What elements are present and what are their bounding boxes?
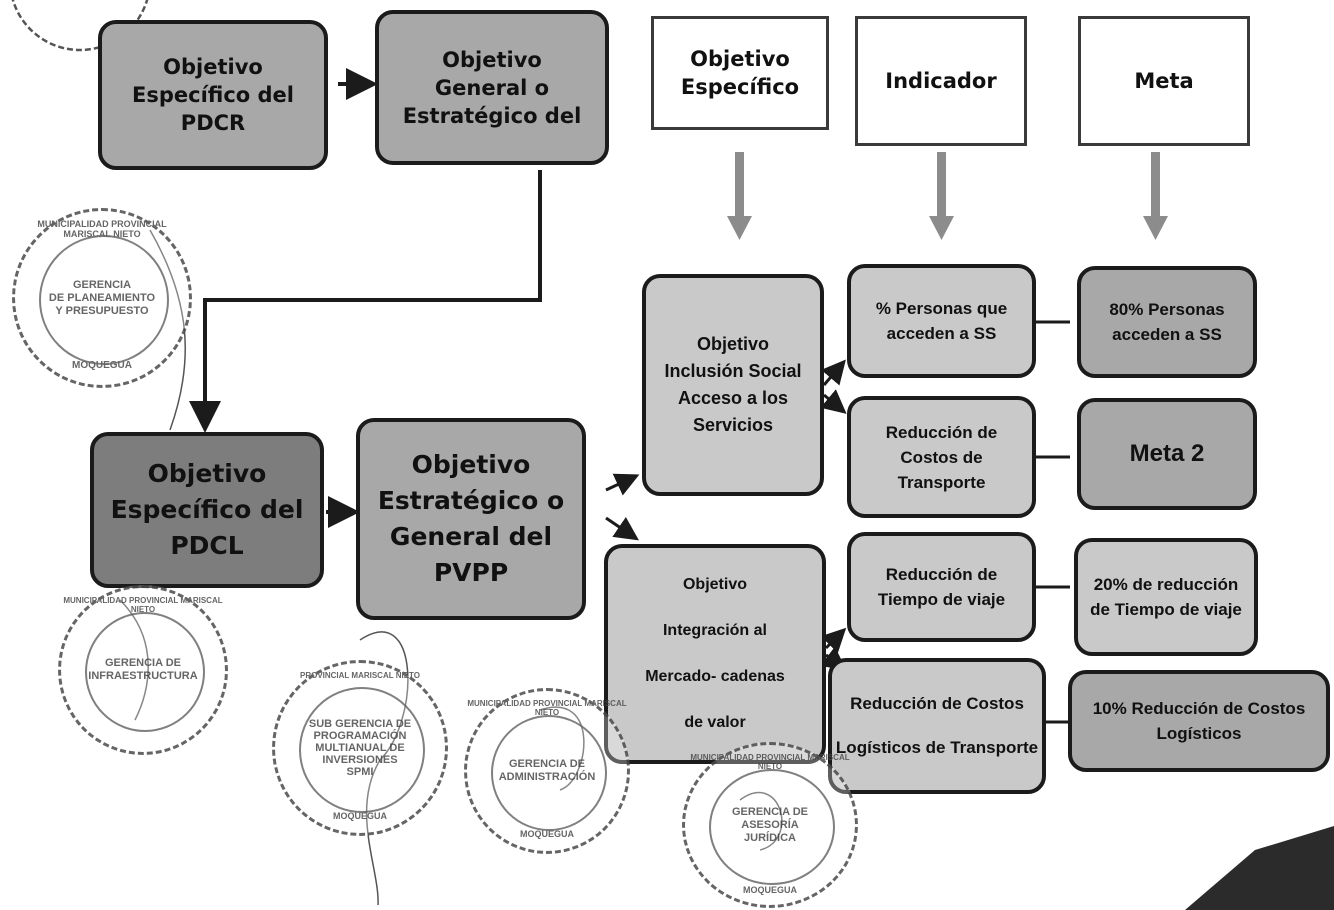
personas-line-2: acceden a SS — [886, 324, 997, 343]
box-objetivo-pdcl: Objetivo Específico del PDCL — [90, 432, 324, 588]
inclusion-line-3: Acceso a los — [677, 388, 789, 408]
stamp1-line-3: DE PLANEAMIENTO — [48, 291, 156, 304]
meta1-line-2: acceden a SS — [1112, 325, 1222, 344]
integracion-line-3: Mercado- cadenas — [645, 668, 785, 685]
connector-general-to-pdcl — [189, 170, 542, 433]
pdcr-line-3: PDCR — [180, 111, 246, 135]
stamp1-line-4: Y PRESUPUESTO — [55, 304, 149, 317]
stamp4-line-3: ADMINISTRACIÓN — [498, 771, 596, 783]
box-meta-1: 80% Personas acceden a SS — [1077, 266, 1257, 378]
stamp2-ring: MUNICIPALIDAD PROVINCIAL MARISCAL NIETO — [63, 596, 223, 614]
integracion-line-1: Objetivo — [682, 576, 747, 593]
box-indicador-costos-logisticos: Reducción de Costos Logísticos de Transp… — [828, 658, 1046, 794]
stamp3-line-6: SPMI — [346, 766, 374, 778]
stamp-top-left-partial — [11, 0, 149, 52]
general-line-1: Objetivo — [442, 47, 542, 72]
logisticos-line-1: Reducción de Costos — [850, 694, 1024, 713]
stamp-gerencia-planeamiento: GERENCIA DE PLANEAMIENTO Y PRESUPUESTO M… — [12, 208, 192, 388]
stamp4-line-2: GERENCIA DE — [509, 758, 585, 770]
inclusion-line-4: Servicios — [692, 415, 774, 435]
logisticos-line-2: Logísticos de Transporte — [835, 738, 1039, 757]
meta3-line-1: 20% de reducción — [1093, 575, 1239, 594]
integracion-line-2: Integración al — [662, 622, 767, 639]
header-objetivo-especifico: Objetivo Específico — [651, 16, 829, 130]
stamp-gerencia-juridica: GERENCIA DE ASESORÍA JURÍDICA MUNICIPALI… — [682, 742, 858, 908]
stamp3-line-4: MULTIANUAL DE — [315, 742, 405, 754]
meta1-line-1: 80% Personas — [1109, 300, 1225, 319]
box-indicador-tiempo-viaje: Reducción de Tiempo de viaje — [847, 532, 1036, 642]
box-meta-4: 10% Reducción de Costos Logísticos — [1068, 670, 1330, 772]
stamp-gerencia-infraestructura: GERENCIA DE INFRAESTRUCTURA MUNICIPALIDA… — [58, 585, 228, 755]
meta4-line-2: Logísticos — [1156, 724, 1242, 743]
tiempo-line-1: Reducción de — [885, 565, 998, 584]
meta2-label: Meta 2 — [1129, 440, 1205, 467]
pvpp-line-3: General del — [389, 522, 553, 551]
pvpp-line-2: Estratégico o — [377, 486, 565, 515]
pvpp-line-4: PVPP — [433, 558, 509, 587]
stamp5-line-3: ASESORÍA — [741, 818, 799, 831]
arrow-inclusion-to-costos — [820, 389, 847, 414]
meta4-line-1: 10% Reducción de Costos — [1092, 699, 1306, 718]
stamp3-line-5: INVERSIONES — [322, 754, 398, 766]
costos-line-3: Transporte — [897, 472, 986, 492]
stamp3-line-2: SUB GERENCIA DE — [308, 718, 412, 730]
stamp5-city: MOQUEGUA — [743, 885, 797, 895]
box-indicador-costos-transporte: Reducción de Costos de Transporte — [847, 396, 1036, 518]
stamp3-line-3: PROGRAMACIÓN — [313, 730, 407, 742]
pdcl-line-2: Específico del — [110, 495, 304, 524]
corner-decoration — [1185, 826, 1334, 910]
arrow-inclusion-to-personas — [821, 359, 846, 386]
stamp1-ring: MUNICIPALIDAD PROVINCIAL MARISCAL NIETO — [37, 219, 167, 239]
box-objetivo-integracion: Objetivo Integración al Mercado- cadenas… — [604, 544, 826, 764]
stamp3-city: MOQUEGUA — [333, 811, 387, 821]
stamp1-city: MOQUEGUA — [72, 360, 132, 371]
stamp2-line-3: INFRAESTRUCTURA — [88, 670, 198, 682]
stamp4-city: MOQUEGUA — [520, 829, 574, 839]
pdcr-line-2: Específico del — [132, 83, 294, 107]
header-objetivo-line-2: Específico — [680, 75, 800, 99]
box-objetivo-pdcr: Objetivo Específico del PDCR — [98, 20, 328, 170]
stamp1-line-2: GERENCIA — [72, 278, 132, 291]
box-meta-3: 20% de reducción de Tiempo de viaje — [1074, 538, 1258, 656]
inclusion-line-2: Inclusión Social — [664, 361, 802, 381]
arrow-pvpp-to-integracion — [605, 516, 639, 541]
header-indicador-label: Indicador — [885, 69, 997, 93]
inclusion-line-1: Objetivo — [696, 334, 769, 354]
box-objetivo-inclusion: Objetivo Inclusión Social Acceso a los S… — [642, 274, 824, 496]
tiempo-line-2: Tiempo de viaje — [877, 590, 1006, 609]
stamp5-line-4: JURÍDICA — [744, 831, 796, 844]
personas-line-1: % Personas que — [875, 299, 1008, 318]
header-objetivo-line-1: Objetivo — [690, 47, 790, 71]
arrow-pvpp-to-inclusion — [605, 473, 640, 496]
stamp5-line-2: GERENCIA DE — [732, 805, 808, 818]
costos-line-1: Reducción de — [885, 422, 998, 442]
pvpp-line-1: Objetivo — [411, 450, 531, 479]
arrow-integracion-to-tiempo — [820, 627, 847, 654]
pdcl-line-1: Objetivo — [147, 459, 267, 488]
stamp-sub-gerencia-programacion: SUB GERENCIA DE PROGRAMACIÓN MULTIANUAL … — [272, 660, 448, 836]
pdcl-line-3: PDCL — [170, 531, 244, 560]
header-meta: Meta — [1078, 16, 1250, 146]
gray-down-arrows — [727, 152, 1168, 240]
stamp-gerencia-administracion: GERENCIA DE ADMINISTRACIÓN MUNICIPALIDAD… — [464, 688, 630, 854]
stamp3-ring: PROVINCIAL MARISCAL NIETO — [299, 671, 420, 680]
general-line-2: General o — [434, 75, 550, 100]
box-objetivo-pvpp: Objetivo Estratégico o General del PVPP — [356, 418, 586, 620]
meta3-line-2: de Tiempo de viaje — [1090, 600, 1242, 619]
stamp5-ring: MUNICIPALIDAD PROVINCIAL MARISCAL NIETO — [690, 753, 850, 771]
general-line-3: Estratégico del — [402, 103, 582, 128]
box-objetivo-general: Objetivo General o Estratégico del — [375, 10, 609, 165]
integracion-line-4: de valor — [684, 714, 746, 731]
header-indicador: Indicador — [855, 16, 1027, 146]
stamp4-ring: MUNICIPALIDAD PROVINCIAL MARISCAL NIETO — [467, 699, 627, 717]
pdcr-line-1: Objetivo — [163, 55, 263, 79]
box-indicador-personas: % Personas que acceden a SS — [847, 264, 1036, 378]
box-meta-2: Meta 2 — [1077, 398, 1257, 510]
costos-line-2: Costos de — [900, 447, 983, 467]
stamp2-line-2: GERENCIA DE — [104, 657, 181, 669]
header-meta-label: Meta — [1134, 69, 1194, 93]
